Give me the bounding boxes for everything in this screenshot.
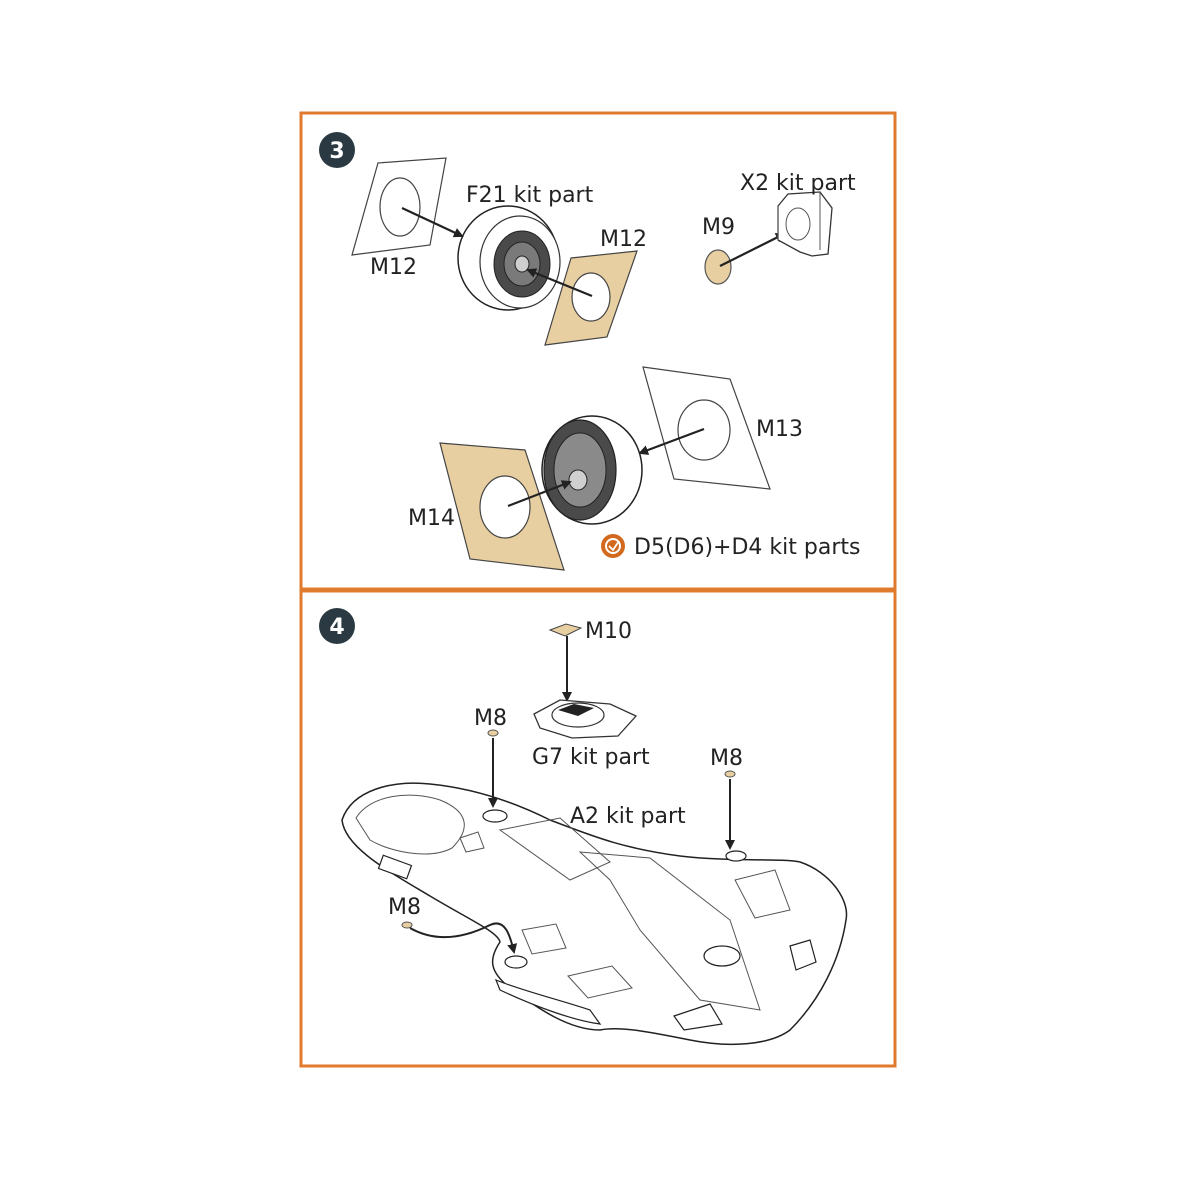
label-m8-right: M8 — [710, 746, 743, 771]
arrow-m8-left — [409, 922, 518, 954]
part-a2 — [341, 782, 848, 1046]
step-3-badge: 3 — [319, 132, 355, 168]
mask-m9 — [704, 249, 732, 285]
step-4-frame — [299, 589, 897, 1068]
mask-m14 — [439, 442, 565, 571]
arrow-m13 — [638, 427, 705, 455]
arrow-m12-right — [526, 268, 593, 298]
step-4-panel: 4 M10 G7 kit part — [299, 589, 897, 1068]
kit-parts-icon — [601, 534, 625, 558]
label-m12-right: M12 — [600, 227, 647, 252]
label-m14: M14 — [408, 506, 455, 531]
label-d5: D5(D6)+D4 kit parts — [634, 535, 860, 560]
wheel-d5 — [541, 415, 643, 525]
svg-text:4: 4 — [329, 615, 344, 640]
label-m8-top: M8 — [474, 706, 507, 731]
step-4-badge: 4 — [319, 608, 355, 644]
step-3-frame — [299, 111, 897, 591]
arrow-m12-left — [401, 207, 464, 238]
mask-m12-right — [544, 250, 638, 346]
svg-text:3: 3 — [329, 139, 344, 164]
label-m9: M9 — [702, 215, 735, 240]
label-m13: M13 — [756, 417, 803, 442]
part-g7 — [533, 699, 638, 739]
label-x2: X2 kit part — [740, 171, 856, 196]
arrow-m14 — [507, 480, 572, 508]
mask-m12-left — [351, 157, 447, 256]
wheel-f21 — [457, 205, 561, 311]
mask-m8-left — [401, 921, 413, 929]
label-g7: G7 kit part — [532, 745, 650, 770]
mask-m10 — [548, 623, 583, 637]
mask-m13 — [642, 366, 771, 490]
label-m10: M10 — [585, 619, 632, 644]
mask-m8-right — [724, 770, 736, 778]
part-x2 — [777, 191, 833, 257]
label-a2: A2 kit part — [570, 804, 686, 829]
arrow-m9 — [719, 233, 786, 267]
mask-m8-top — [487, 729, 499, 737]
label-f21: F21 kit part — [466, 183, 594, 208]
step-3-panel: 3 M12 F21 kit part M12 M9 — [299, 111, 897, 591]
label-m8-left: M8 — [388, 895, 421, 920]
label-m12-left: M12 — [370, 255, 417, 280]
